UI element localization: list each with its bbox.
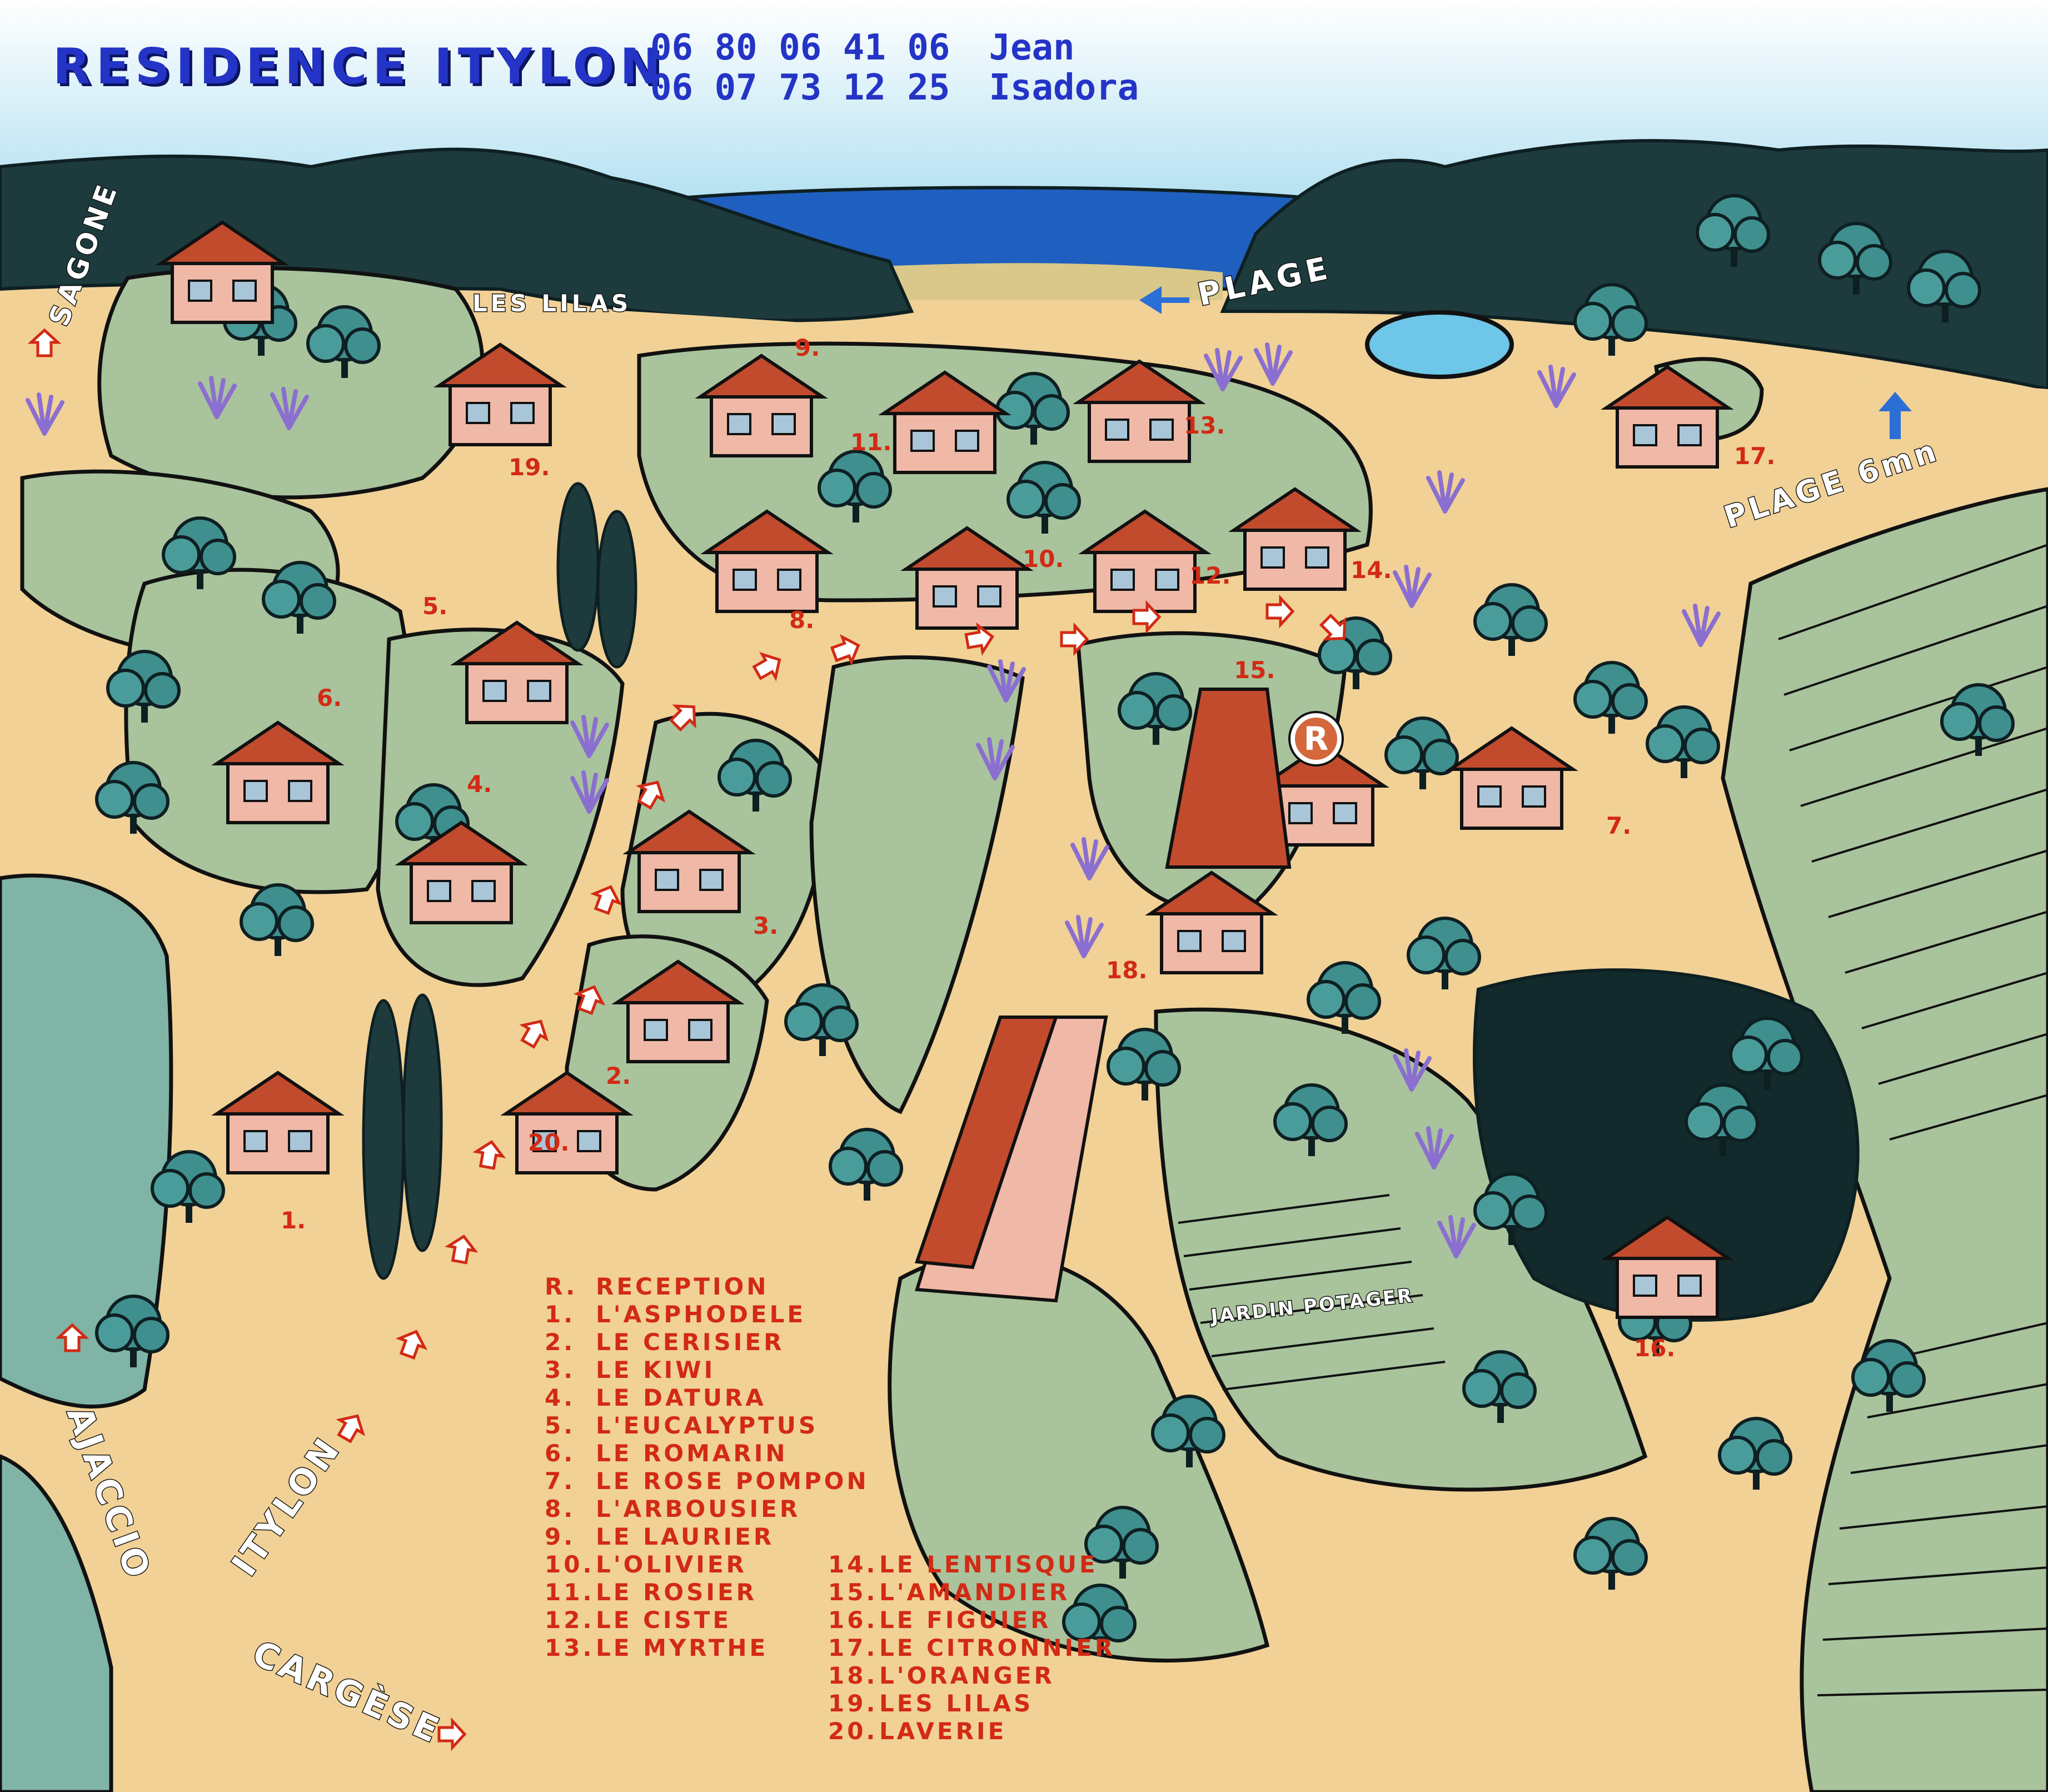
contact-row-jean: 06 80 06 41 06 Jean	[650, 28, 1139, 68]
legend-item: 15.L'AMANDIER	[828, 1579, 1070, 1606]
beach	[867, 263, 1223, 300]
legend-item: 20.LAVERIE	[828, 1718, 1007, 1745]
page-title: RESIDENCE ITYLON	[53, 38, 667, 95]
house-number-15: 15.	[1234, 656, 1275, 684]
legend-item: 12.LE CISTE	[545, 1606, 732, 1634]
green-lilas	[97, 266, 485, 500]
contact-name: Isadora	[989, 67, 1139, 108]
legend-item: 10.L'OLIVIER	[545, 1551, 747, 1578]
house-number-6: 6.	[317, 684, 342, 711]
jardin-rows	[1178, 1194, 1446, 1391]
legend-item: 16.LE FIGUIER	[828, 1606, 1052, 1634]
house-number-12: 12.	[1189, 562, 1230, 589]
house-number-5: 5.	[422, 593, 447, 620]
legend-item: 2.LE CERISIER	[545, 1328, 785, 1356]
legend-item: 3.LE KIWI	[545, 1356, 716, 1383]
legend-column-2: 14.LE LENTISQUE 15.L'AMANDIER 16.LE FIGU…	[828, 1551, 1115, 1745]
plage-6mn-arrow	[1878, 392, 1912, 439]
house-number-20: 20.	[528, 1129, 569, 1156]
house-number-4: 4.	[467, 770, 492, 798]
house-number-16: 16.	[1634, 1335, 1675, 1362]
legend-column-1: R.RECEPTION 1.L'ASPHODELE 2.LE CERISIER …	[545, 1273, 869, 1662]
legend-item: 11.LE ROSIER	[545, 1579, 758, 1606]
pool	[1365, 310, 1514, 379]
legend-item: 4.LE DATURA	[545, 1384, 766, 1411]
field-rows	[1778, 544, 2048, 1696]
phone-number[interactable]: 06 80 06 41 06	[650, 27, 950, 68]
house-number-9: 9.	[795, 334, 820, 361]
legend-item: 6.LE ROMARIN	[545, 1440, 788, 1467]
house-number-8: 8.	[789, 606, 814, 634]
label-les-lilas: LES LILAS	[472, 290, 631, 317]
reception-icon: R	[1290, 713, 1342, 764]
green-bottom-center	[888, 1252, 1270, 1663]
legend-item: 17.LE CITRONNIER	[828, 1634, 1116, 1661]
long-building	[914, 1016, 1108, 1303]
house-number-13: 13.	[1184, 412, 1225, 439]
legend-item: 1.L'ASPHODELE	[545, 1301, 806, 1328]
legend-item: 19.LES LILAS	[828, 1690, 1034, 1717]
contact-block: 06 80 06 41 06 Jean 06 07 73 12 25 Isado…	[650, 28, 1139, 108]
green-bottom-left	[0, 1454, 113, 1792]
house-number-14: 14.	[1351, 556, 1392, 584]
oranger-building	[1165, 688, 1292, 869]
house-number-3: 3.	[753, 912, 778, 939]
house-number-7: 7.	[1606, 812, 1631, 839]
legend-item: 5.L'EUCALYPTUS	[545, 1412, 819, 1439]
house-numbers: 1. 2. 3. 4. 5. 6. 7. 8. 9. 10. 11. 12. 1…	[281, 334, 1775, 1362]
legend-item: 9.LE LAURIER	[545, 1523, 775, 1550]
legend-item: R.RECEPTION	[545, 1273, 769, 1300]
house-number-1: 1.	[281, 1207, 306, 1234]
contact-name: Jean	[989, 27, 1075, 68]
house-number-19: 19.	[509, 454, 550, 481]
legend-item: 13.LE MYRTHE	[545, 1634, 769, 1661]
house-number-11: 11.	[850, 429, 891, 456]
cypress-trees	[362, 482, 637, 1280]
contact-row-isadora: 06 07 73 12 25 Isadora	[650, 68, 1139, 108]
house-number-18: 18.	[1106, 957, 1147, 984]
house-number-17: 17.	[1734, 442, 1775, 470]
hill-right	[1220, 139, 2048, 391]
house-number-2: 2.	[606, 1062, 631, 1089]
legend-item: 8.L'ARBOUSIER	[545, 1495, 801, 1522]
legend-item: 14.LE LENTISQUE	[828, 1551, 1098, 1578]
legend-item: 7.LE ROSE POMPON	[545, 1467, 869, 1495]
plage-arrow	[1139, 286, 1189, 314]
legend-item: 18.L'ORANGER	[828, 1662, 1055, 1689]
phone-number[interactable]: 06 07 73 12 25	[650, 67, 950, 108]
house-number-10: 10.	[1023, 545, 1064, 573]
